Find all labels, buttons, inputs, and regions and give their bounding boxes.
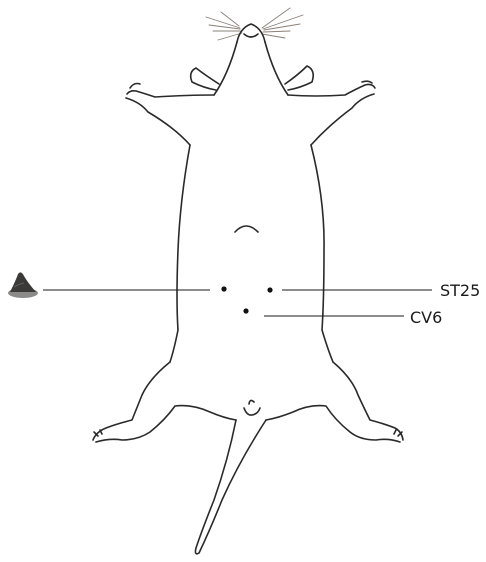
acupoint-st25-right xyxy=(267,287,272,292)
whiskers xyxy=(206,8,303,40)
acupoint-cv6 xyxy=(243,308,248,313)
cv6-label: CV6 xyxy=(410,308,442,327)
st25-label: ST25 xyxy=(440,281,480,300)
moxa-cone-icon xyxy=(8,272,38,298)
acupoint-st25-left xyxy=(221,286,226,291)
rat-body-outline xyxy=(93,24,403,554)
